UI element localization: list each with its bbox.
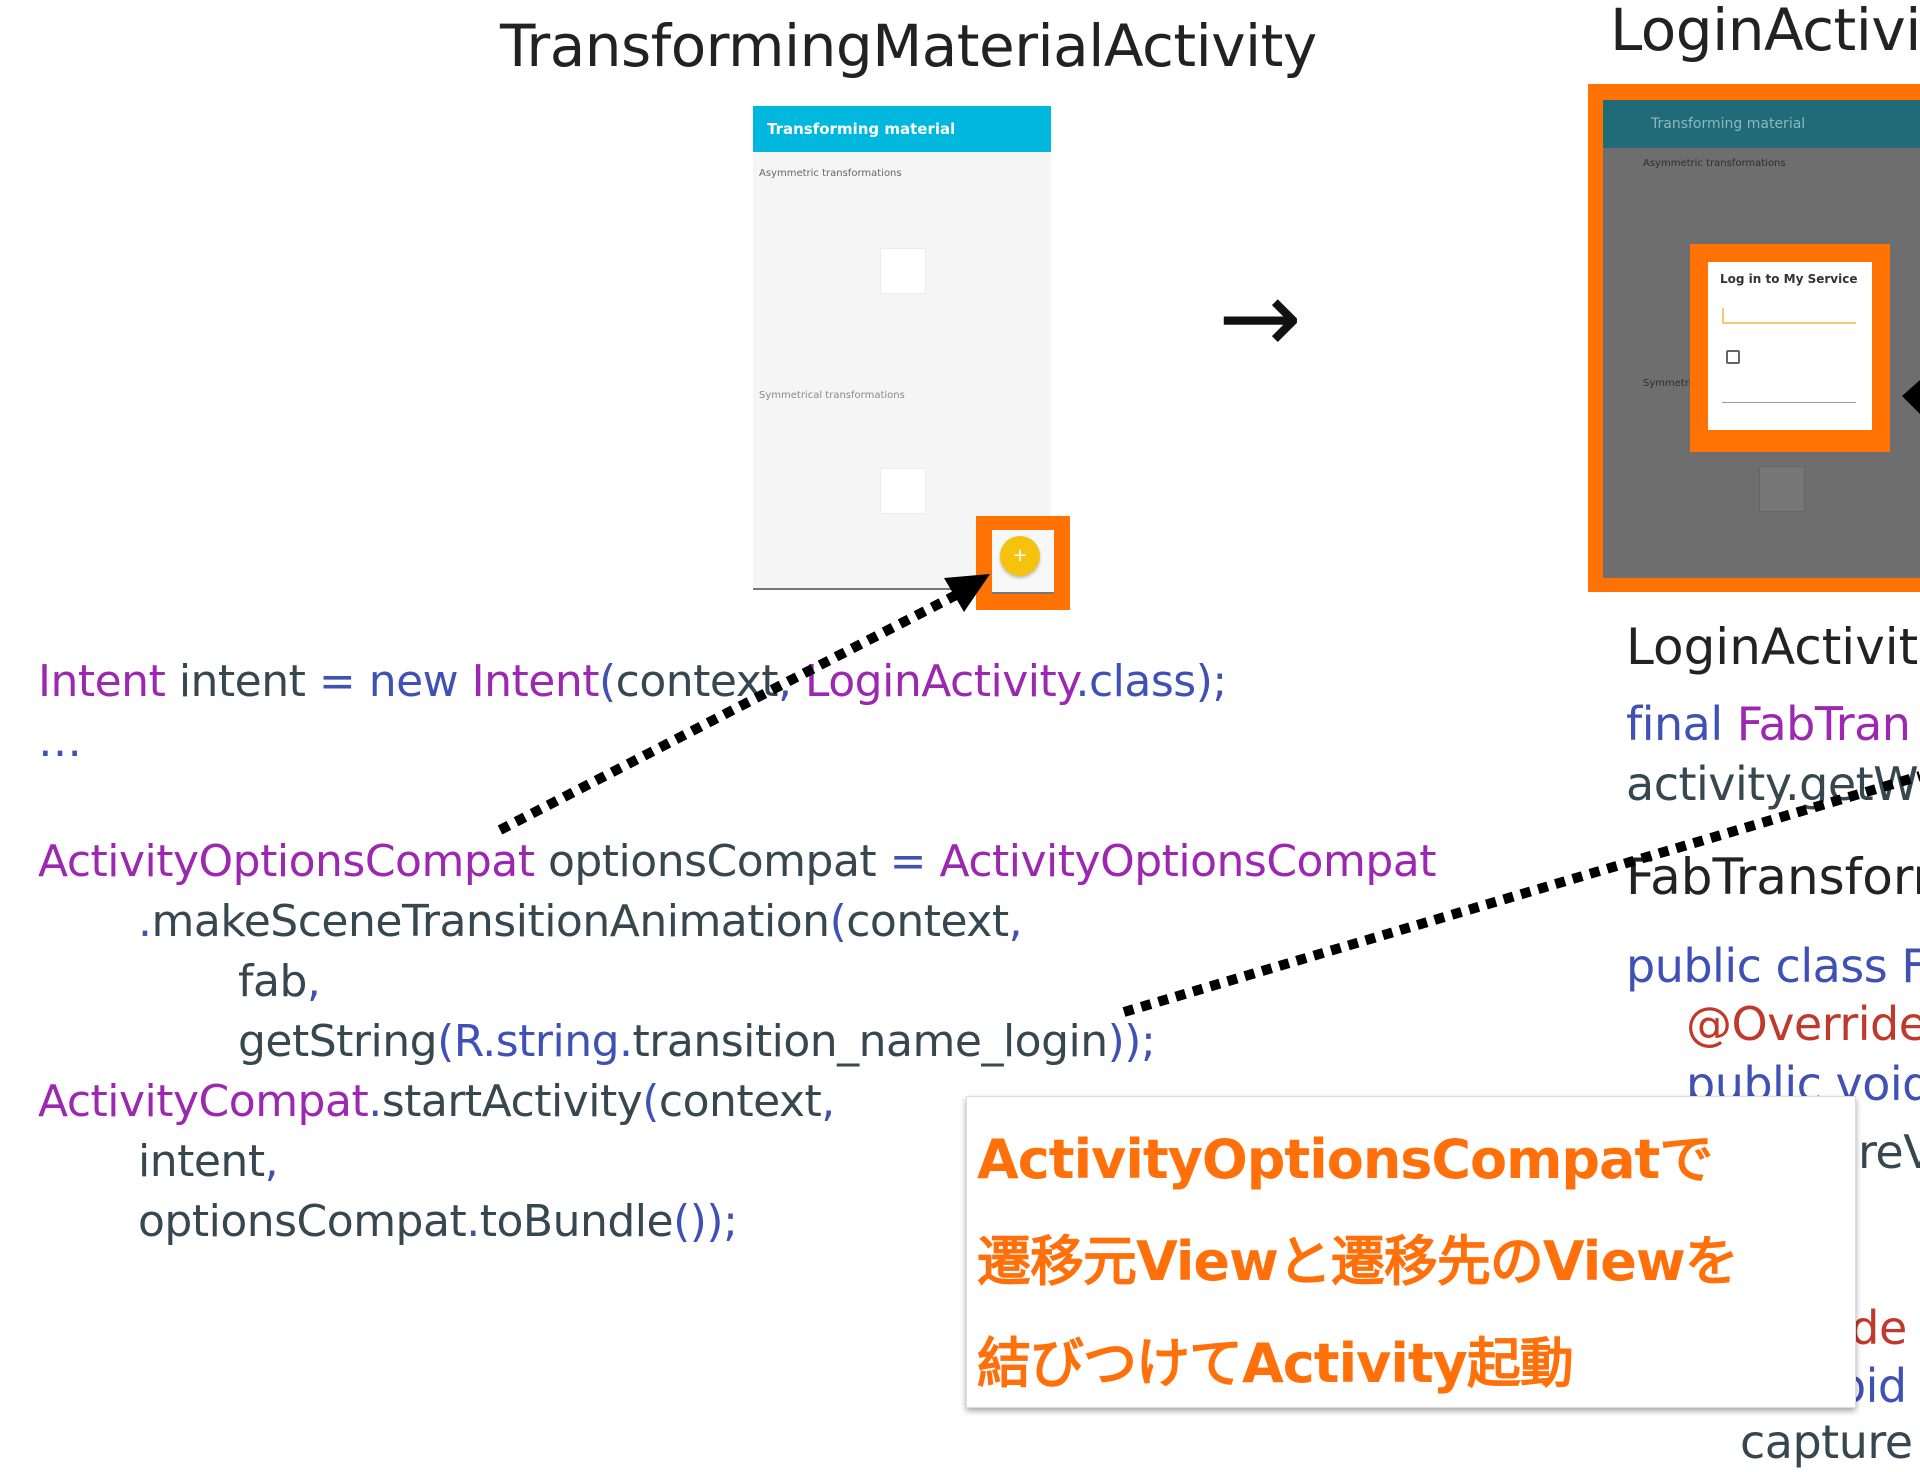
screen2-section-symmetric: Symmetric — [1643, 378, 1698, 389]
code-line-8: intent, — [138, 1136, 279, 1187]
arrowhead-fab — [944, 574, 990, 612]
arrowhead-dialog — [1902, 380, 1920, 414]
callout-line-3: 結びつけてActivity起動 — [977, 1332, 1574, 1395]
screen2-tile — [1759, 466, 1805, 512]
screen1-section-asymmetric: Asymmetric transformations — [759, 168, 902, 179]
right-code-fragment-1: reV — [1858, 1125, 1920, 1179]
right-code-override: @Override — [1686, 997, 1920, 1051]
screen1-app-bar: Transforming material — [753, 106, 1051, 152]
right-code-line-2: activity.getWi — [1626, 757, 1920, 811]
label-login-activity: LoginActivity — [1626, 618, 1920, 676]
callout-box: ActivityOptionsCompatで 遷移元Viewと遷移先のViewを… — [966, 1096, 1856, 1408]
connector-login-arrow — [1122, 771, 1920, 1017]
username-field-cursor — [1722, 308, 1724, 324]
plus-icon: + — [1012, 545, 1028, 566]
code-line-2-ellipsis: … — [38, 716, 82, 767]
screen2-section-asymmetric: Asymmetric transformations — [1643, 158, 1786, 169]
dialog-title: Log in to My Service — [1720, 272, 1858, 286]
connector-arrows — [497, 380, 1920, 1017]
screen1-tile-1 — [880, 248, 926, 294]
code-line-1: Intent intent = new Intent(context, Logi… — [38, 656, 1227, 707]
code-line-5: fab, — [238, 956, 321, 1007]
remember-checkbox[interactable] — [1726, 350, 1740, 364]
right-arrow-icon: → — [1218, 259, 1302, 376]
screen1-tile-2 — [880, 468, 926, 514]
code-line-4: .makeSceneTransitionAnimation(context, — [138, 896, 1023, 947]
screen1-section-symmetrical: Symmetrical transformations — [759, 390, 905, 401]
callout-line-2: 遷移元Viewと遷移先のViewを — [977, 1230, 1739, 1293]
label-fab-transform: FabTransforn — [1626, 848, 1920, 906]
fab-add-button[interactable]: + — [1000, 536, 1040, 576]
code-line-7: ActivityCompat.startActivity(context, — [38, 1076, 835, 1127]
username-field[interactable] — [1722, 322, 1856, 324]
screenshot-transforming-material: Transforming material Asymmetric transfo… — [753, 106, 1051, 590]
code-line-9: optionsCompat.toBundle()); — [138, 1196, 738, 1247]
code-line-3: ActivityOptionsCompat optionsCompat = Ac… — [38, 836, 1436, 887]
screen2-app-bar: Transforming material — [1603, 100, 1920, 148]
callout-line-1: ActivityOptionsCompatで — [977, 1128, 1713, 1191]
title-login-activity: LoginActivi — [1610, 0, 1920, 64]
connector-fab-arrow — [497, 589, 961, 835]
title-transforming-material-activity: TransformingMaterialActivity — [500, 12, 1317, 80]
login-dialog: Log in to My Service — [1708, 262, 1872, 430]
password-field[interactable] — [1722, 402, 1856, 403]
right-code-line-3: public class F — [1626, 939, 1920, 993]
right-code-line-1: final FabTran — [1626, 697, 1911, 751]
code-line-6: getString(R.string.transition_name_login… — [238, 1016, 1156, 1067]
